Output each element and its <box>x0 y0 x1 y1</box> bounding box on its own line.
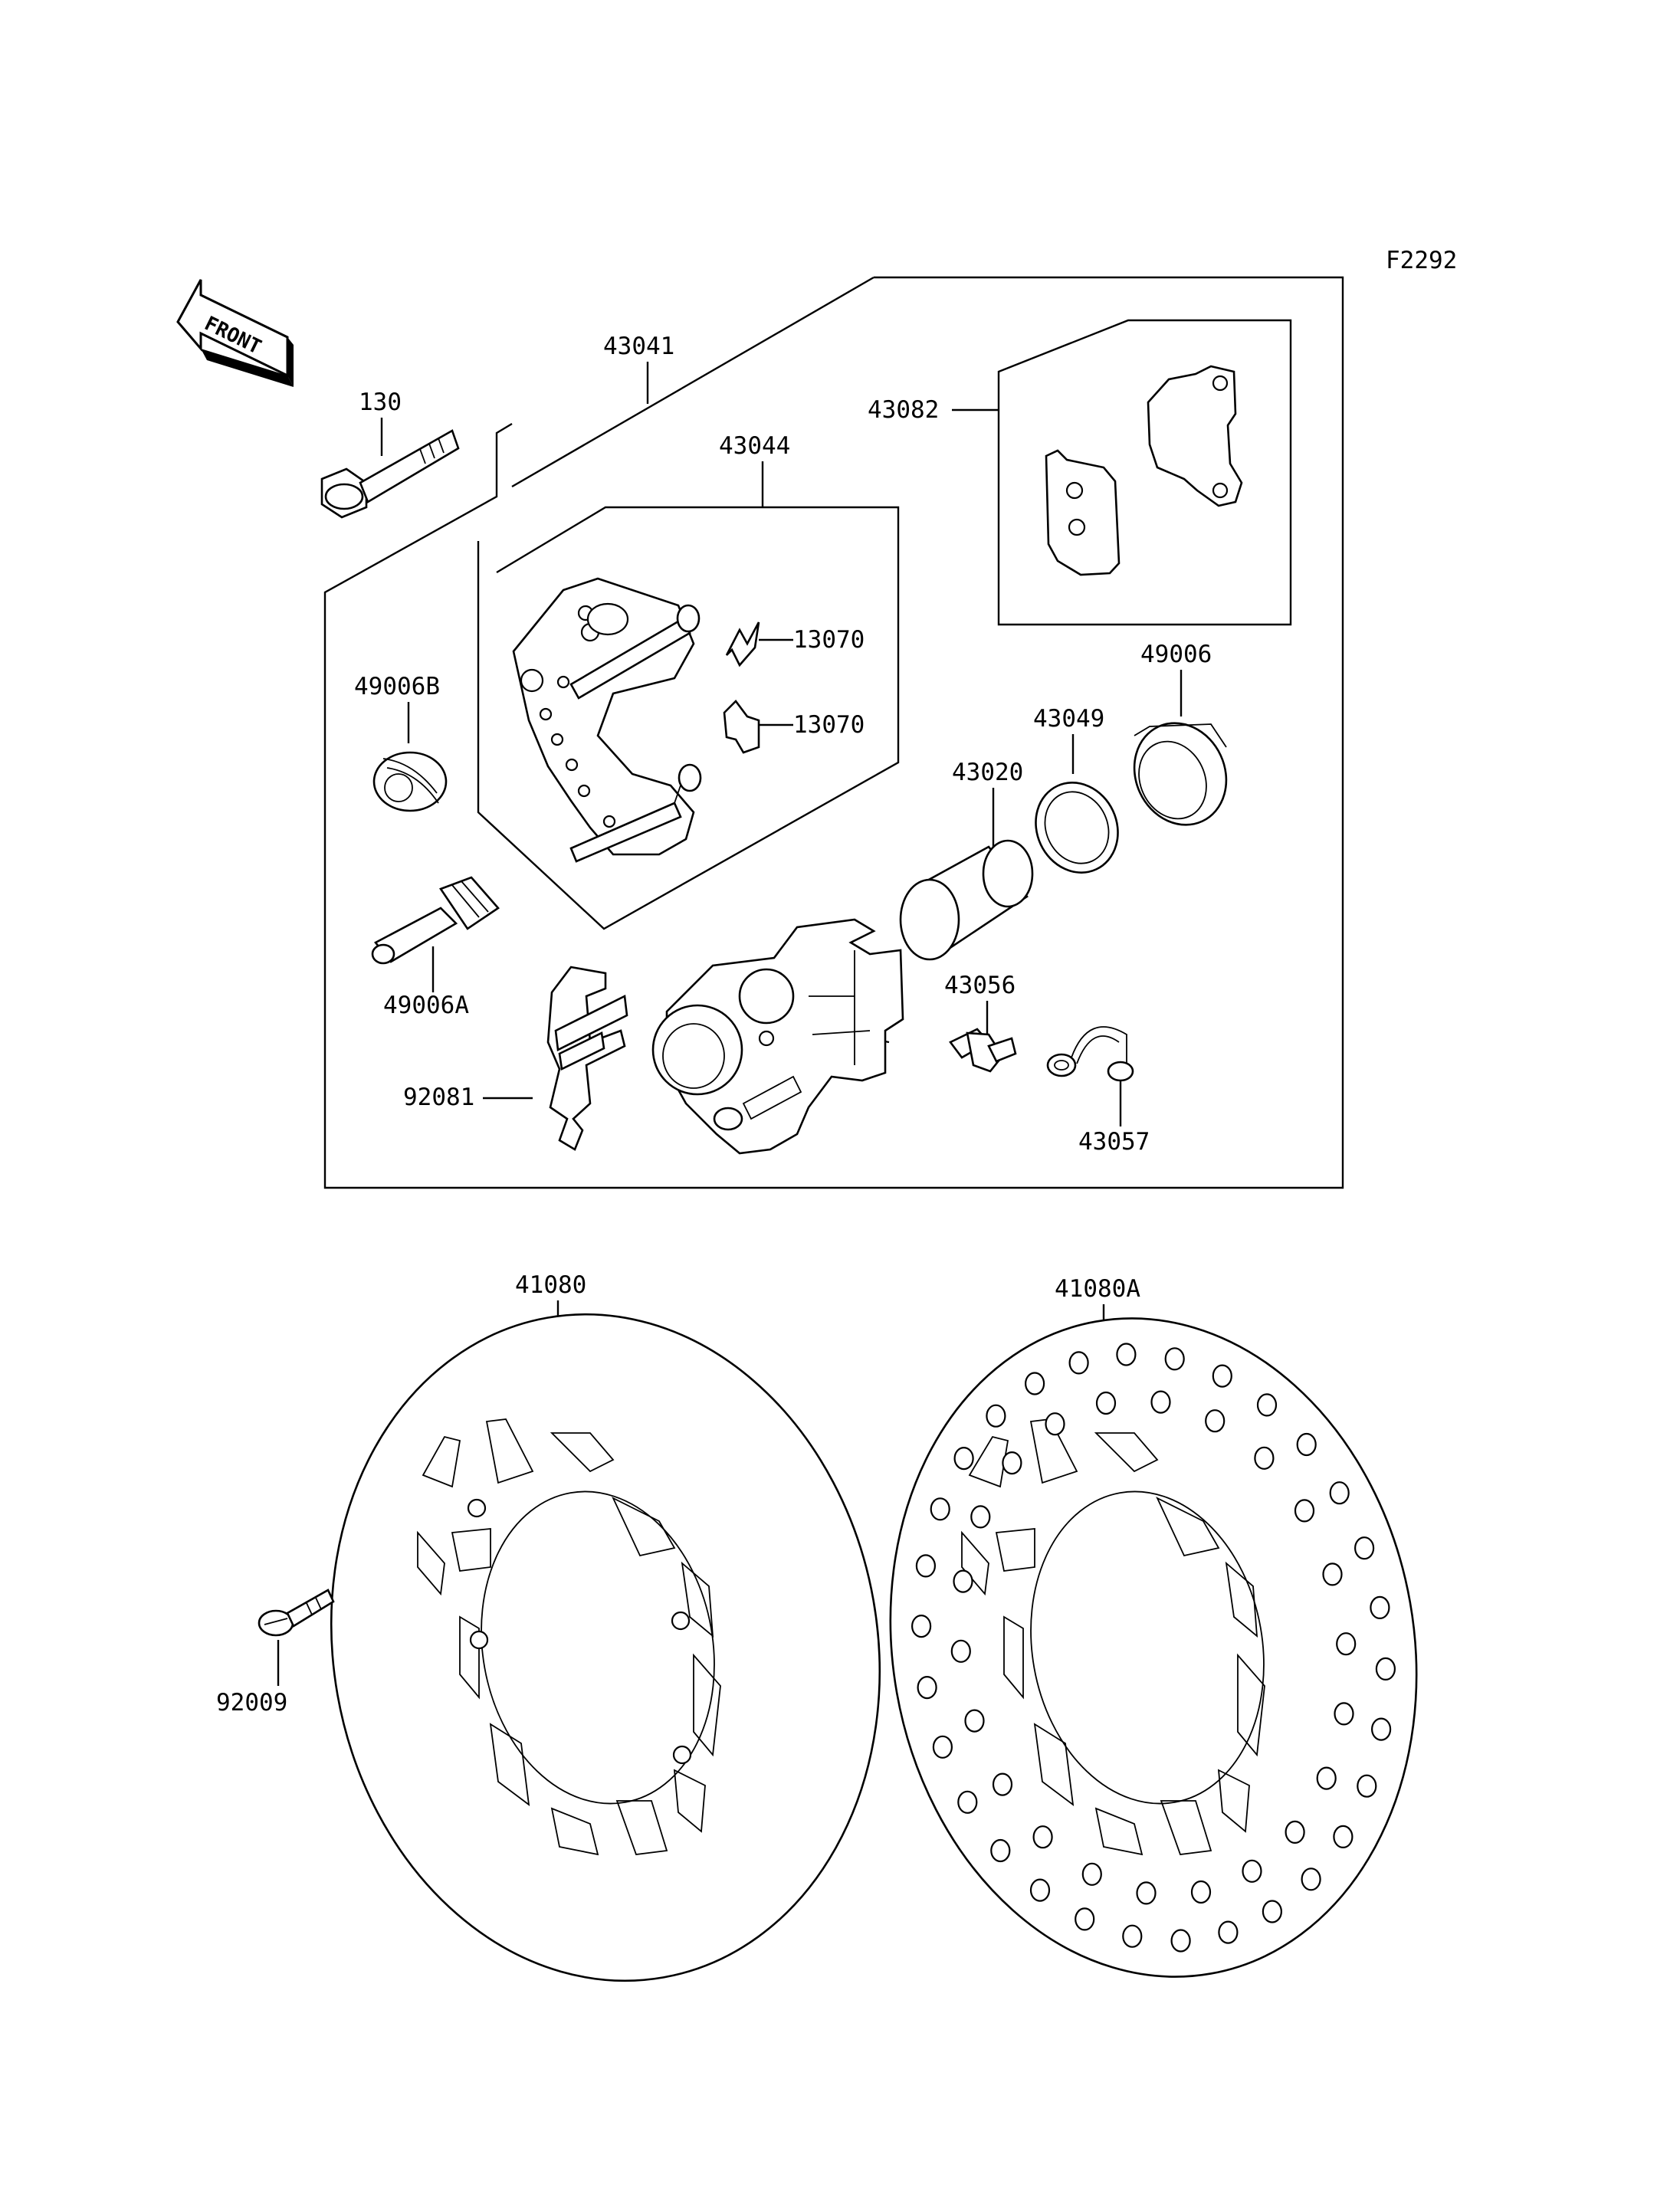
vent-hole <box>930 1497 950 1521</box>
label-43020: 43020 <box>952 759 1023 786</box>
vent-hole <box>953 1569 973 1593</box>
vent-hole <box>1205 1409 1226 1433</box>
vent-hole <box>1357 1774 1377 1798</box>
vent-hole <box>911 1615 932 1638</box>
vent-hole <box>1002 1451 1022 1475</box>
figure-id: F2292 <box>1386 247 1457 274</box>
vent-hole <box>1032 1825 1053 1849</box>
vent-hole <box>1024 1372 1045 1395</box>
label-130: 130 <box>359 389 402 416</box>
bleed-valve-43056-icon <box>949 1028 1017 1073</box>
vent-hole <box>1301 1867 1321 1891</box>
label-49006a: 49006A <box>383 992 469 1019</box>
vent-hole <box>992 1772 1013 1796</box>
vent-hole <box>986 1404 1006 1428</box>
caliper-bracket-icon <box>512 577 702 863</box>
label-49006: 49006 <box>1140 641 1212 668</box>
spring-13070-a-icon <box>725 621 760 667</box>
vent-hole <box>917 1676 937 1700</box>
spring-13070-b-icon <box>723 700 760 754</box>
vent-hole <box>1068 1351 1089 1375</box>
front-arrow-icon: FRONT <box>176 279 294 387</box>
label-41080a: 41080A <box>1055 1275 1140 1303</box>
vent-hole <box>964 1709 985 1733</box>
label-41080: 41080 <box>515 1271 586 1299</box>
vent-hole <box>1150 1390 1171 1414</box>
vent-hole <box>970 1505 991 1529</box>
caliper-body-icon <box>651 918 904 1155</box>
vent-hole <box>1294 1499 1315 1523</box>
vent-hole <box>957 1790 978 1814</box>
vent-hole <box>990 1838 1011 1863</box>
vent-hole <box>1170 1929 1191 1953</box>
vent-hole <box>1333 1825 1354 1848</box>
vent-hole <box>1116 1343 1137 1366</box>
vent-hole <box>1354 1536 1375 1560</box>
bleed-cap-43057-icon <box>1046 1026 1134 1082</box>
brake-disc-41080a-icon <box>889 1317 1418 1978</box>
brake-pad-a-icon <box>1045 449 1121 576</box>
vent-hole <box>1370 1717 1392 1741</box>
vent-hole <box>1218 1920 1239 1944</box>
vent-hole <box>1075 1907 1095 1931</box>
screw-92009-icon <box>258 1589 335 1637</box>
vent-hole <box>1375 1657 1396 1681</box>
vent-hole <box>1081 1862 1102 1886</box>
vent-hole <box>915 1554 937 1578</box>
label-43056: 43056 <box>944 972 1016 999</box>
vent-hole <box>1336 1632 1357 1656</box>
pad-set-outline <box>997 319 1292 626</box>
piston-seal-43049-icon <box>1035 782 1119 874</box>
boot-49006b-icon <box>372 751 448 812</box>
vent-hole <box>1296 1432 1317 1457</box>
vent-hole <box>1122 1924 1143 1948</box>
brake-disc-41080-icon <box>330 1313 881 1982</box>
brake-pad-b-icon <box>1147 365 1243 507</box>
vent-hole <box>953 1446 974 1471</box>
label-49006b: 49006B <box>354 673 440 700</box>
vent-hole <box>1212 1364 1232 1388</box>
vent-hole <box>1095 1391 1117 1415</box>
vent-hole <box>1256 1393 1278 1417</box>
vent-hole <box>1254 1446 1275 1470</box>
label-43049: 43049 <box>1033 705 1104 733</box>
label-13070-b: 13070 <box>793 711 865 739</box>
label-92009: 92009 <box>216 1689 287 1717</box>
vent-hole <box>932 1735 953 1759</box>
vent-hole <box>1136 1881 1157 1905</box>
bracket-assembly-outline <box>477 506 900 930</box>
vent-hole <box>1242 1859 1262 1883</box>
vent-hole <box>1262 1900 1283 1923</box>
pin-49006a-icon <box>371 876 500 965</box>
label-43057: 43057 <box>1078 1128 1150 1156</box>
vent-hole <box>1329 1481 1350 1505</box>
label-43044: 43044 <box>719 432 790 460</box>
label-43082: 43082 <box>868 396 939 424</box>
pad-spring-92081-icon <box>546 966 628 1151</box>
label-13070-a: 13070 <box>793 626 865 654</box>
seal-49006-icon <box>1133 722 1228 826</box>
vent-hole <box>1045 1412 1065 1436</box>
piston-43020-icon <box>899 839 1034 961</box>
label-43041: 43041 <box>603 333 674 360</box>
vent-hole <box>1322 1562 1343 1586</box>
vent-hole <box>950 1639 971 1663</box>
caliper-assembly-outline <box>323 276 1344 1189</box>
label-92081: 92081 <box>403 1084 474 1111</box>
bolt-130-icon <box>320 429 460 519</box>
vent-hole <box>1164 1347 1185 1371</box>
vent-hole <box>1316 1766 1337 1790</box>
vent-hole <box>1029 1878 1051 1902</box>
vent-hole <box>1334 1702 1354 1726</box>
vent-hole <box>1285 1820 1305 1844</box>
vent-hole <box>1370 1595 1390 1619</box>
vent-hole <box>1190 1880 1212 1904</box>
